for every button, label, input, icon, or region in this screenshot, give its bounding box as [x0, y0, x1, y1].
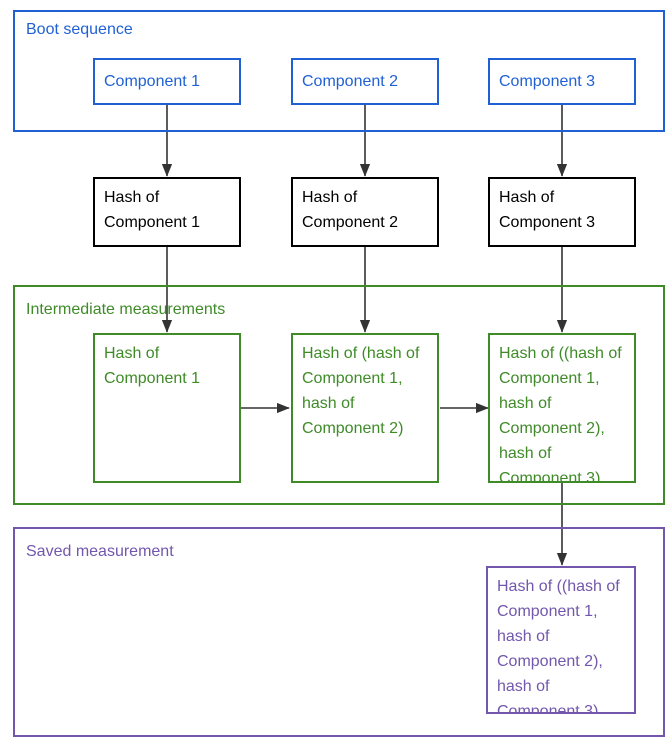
node-component-2-label: Component 2: [302, 73, 399, 90]
group-boot-sequence: [13, 10, 665, 132]
node-hash-of-component-1[interactable]: Hash of Component 1: [93, 177, 241, 247]
group-saved-measurement: [13, 527, 665, 737]
group-label-boot-sequence: Boot sequence: [26, 21, 133, 38]
node-saved-measurement[interactable]: Hash of ((hash of Component 1, hash of C…: [486, 566, 636, 714]
group-intermediate-measurements: [13, 285, 665, 505]
node-component-1-label: Component 1: [104, 73, 201, 90]
node-hash-of-component-3[interactable]: Hash of Component 3: [488, 177, 636, 247]
node-intermediate-measurement-1[interactable]: Hash of Component 1: [93, 333, 241, 483]
node-intermediate-measurement-3[interactable]: Hash of ((hash of Component 1, hash of C…: [488, 333, 636, 483]
node-component-3-label: Component 3: [499, 73, 596, 90]
node-hash-of-component-2[interactable]: Hash of Component 2: [291, 177, 439, 247]
group-label-intermediate-measurements: Intermediate measurements: [26, 301, 226, 318]
node-component-3[interactable]: Component 3: [488, 58, 636, 105]
node-component-2[interactable]: Component 2: [291, 58, 439, 105]
node-intermediate-measurement-2[interactable]: Hash of (hash of Component 1, hash of Co…: [291, 333, 439, 483]
group-label-saved-measurement: Saved measurement: [26, 543, 174, 560]
node-component-1[interactable]: Component 1: [93, 58, 241, 105]
